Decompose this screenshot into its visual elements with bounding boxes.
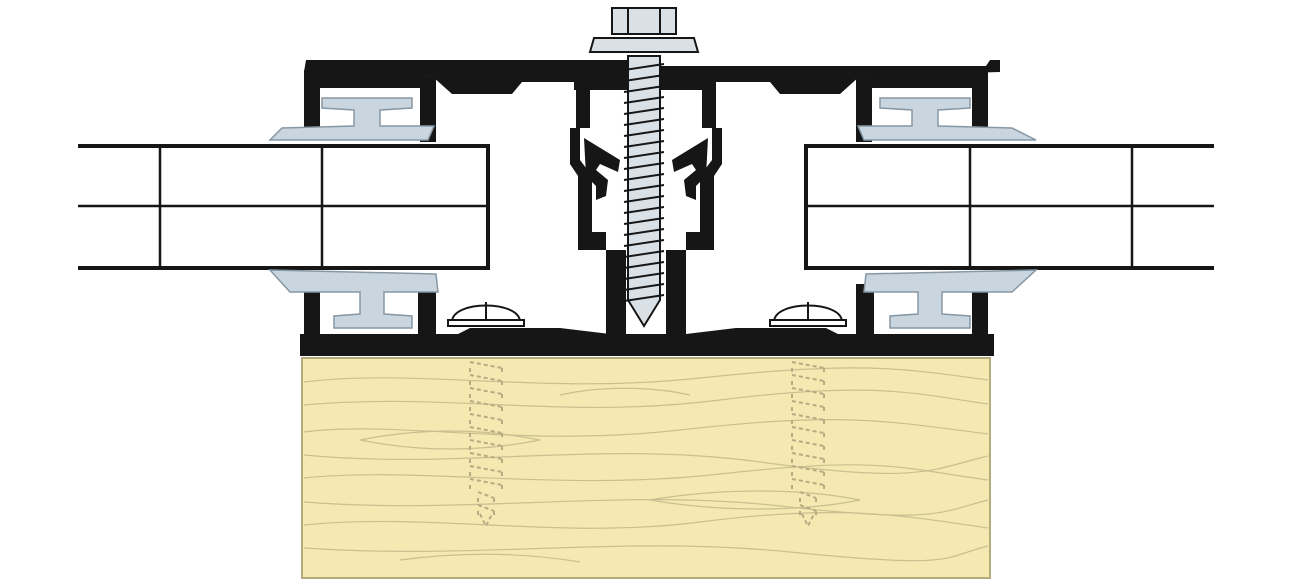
bolt-thread-line — [623, 118, 665, 126]
bolt-washer — [588, 37, 700, 53]
profile-segment — [686, 82, 722, 250]
timber-rafter — [301, 357, 991, 579]
screw-thread-segment — [799, 491, 817, 504]
screw-head-part — [769, 319, 847, 327]
bolt-thread-line — [623, 272, 665, 280]
bolt-thread-line — [623, 206, 665, 214]
screw-thread-segment — [477, 504, 495, 517]
profile-segment — [304, 284, 320, 340]
bolt-thread-line — [623, 74, 665, 82]
wood-grain — [303, 367, 989, 563]
profile-segment — [672, 138, 708, 200]
screw-thread-segment — [469, 478, 503, 491]
screw-head-part — [447, 319, 525, 327]
profile-segment — [972, 284, 988, 340]
top-hex-bolt — [588, 7, 700, 328]
screw-tip — [479, 513, 493, 529]
screw-thread-segment — [791, 439, 825, 452]
screw-thread-segment — [791, 374, 825, 387]
screw-thread-segment — [791, 452, 825, 465]
screw-thread-segment — [469, 400, 503, 413]
bolt-thread-line — [623, 184, 665, 192]
bolt-thread-line — [623, 107, 665, 115]
bolt-thread-line — [623, 129, 665, 137]
bolt-threads — [623, 63, 665, 302]
right-upper-gasket — [856, 97, 1037, 141]
right-base-screw-head — [769, 302, 847, 327]
right-lower-gasket — [863, 269, 1038, 329]
left-upper-gasket — [268, 97, 436, 141]
bolt-thread-line — [623, 140, 665, 148]
profile-segment — [304, 70, 320, 140]
bolt-thread-line — [623, 173, 665, 181]
profile-segment — [972, 70, 988, 140]
bolt-thread-line — [623, 261, 665, 269]
left-screw-thread — [469, 361, 503, 529]
screw-thread-segment — [469, 387, 503, 400]
profile-segment — [606, 250, 626, 334]
bolt-thread-line — [623, 217, 665, 225]
screw-thread-segment — [791, 413, 825, 426]
bolt-thread-line — [623, 96, 665, 104]
screw-thread-segment — [791, 361, 825, 374]
bolt-hex-head — [611, 7, 677, 35]
left-lower-gasket — [268, 269, 439, 329]
screw-thread-segment — [469, 439, 503, 452]
screw-thread-segment — [791, 478, 825, 491]
profile-segment — [570, 82, 606, 250]
profile-segment — [418, 284, 436, 340]
multiwall-sheet-right — [804, 144, 1214, 270]
screw-thread-segment — [477, 491, 495, 504]
screw-thread-segment — [469, 361, 503, 374]
screw-thread-segment — [791, 400, 825, 413]
profile-segment — [584, 138, 620, 200]
screw-thread-segment — [469, 374, 503, 387]
multiwall-sheet-left — [78, 144, 490, 270]
gaskets — [268, 97, 1038, 329]
screw-thread-segment — [469, 452, 503, 465]
profile-segment — [304, 70, 436, 96]
bolt-thread-line — [623, 250, 665, 258]
bolt-thread-line — [623, 63, 665, 71]
profile-segment — [856, 284, 874, 340]
screw-tip — [801, 513, 815, 529]
bolt-thread-line — [623, 162, 665, 170]
profile-segment — [856, 70, 988, 96]
screw-thread-segment — [799, 504, 817, 517]
bolt-thread-line — [623, 85, 665, 93]
profile-segment — [300, 328, 994, 356]
bolt-thread-line — [623, 239, 665, 247]
screw-thread-segment — [469, 465, 503, 478]
bolt-thread-line — [623, 195, 665, 203]
screw-thread-segment — [791, 426, 825, 439]
bolt-thread-line — [623, 294, 665, 302]
screw-thread-segment — [469, 426, 503, 439]
profile-segment — [666, 250, 686, 334]
left-base-screw-head — [447, 302, 525, 327]
right-screw-thread — [791, 361, 825, 529]
bolt-thread-line — [623, 228, 665, 236]
bolt-thread-line — [623, 151, 665, 159]
screw-thread-segment — [791, 387, 825, 400]
base-screw-heads — [447, 302, 847, 327]
screw-thread-segment — [791, 465, 825, 478]
bolt-thread-line — [623, 283, 665, 291]
screw-thread-segment — [469, 413, 503, 426]
